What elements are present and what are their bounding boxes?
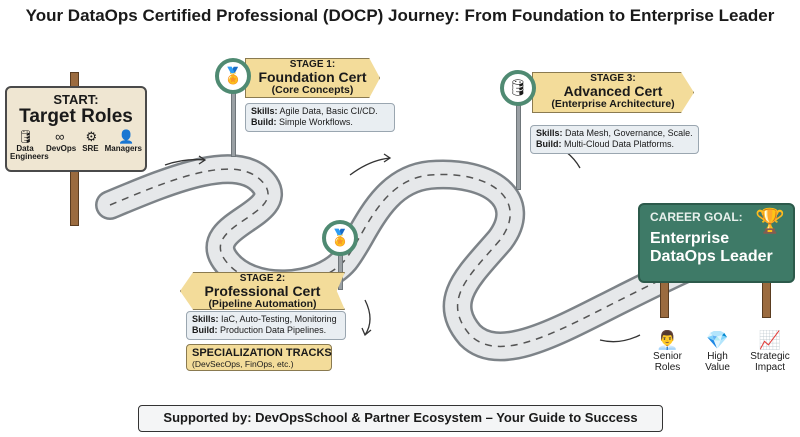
tracks-title: SPECIALIZATION TRACKS xyxy=(192,347,332,359)
benefit-label: Senior xyxy=(653,350,682,362)
cert-name: Foundation Cert xyxy=(258,69,367,85)
footer-label: Supported by: xyxy=(163,410,252,425)
skills-text: IaC, Auto-Testing, Monitoring xyxy=(221,314,337,324)
stage3-banner: STAGE 3: Advanced Cert (Enterprise Archi… xyxy=(532,72,694,113)
footer-banner: Supported by: DevOpsSchool & Partner Eco… xyxy=(138,405,663,432)
specialization-tracks: SPECIALIZATION TRACKS (DevSecOps, FinOps… xyxy=(186,344,332,371)
diamond-hand-icon: 💎 xyxy=(706,330,729,350)
goal-title: Enterprise xyxy=(650,230,730,248)
stage1-banner: STAGE 1: Foundation Cert (Core Concepts) xyxy=(245,58,380,98)
arrow-icon xyxy=(164,139,641,343)
database-search-icon: 🛢 xyxy=(500,70,536,106)
trophy-icon: 🏆 xyxy=(755,208,785,235)
skills-label: Skills: xyxy=(536,128,563,138)
person-icon: 👤 xyxy=(118,129,135,144)
start-title: Target Roles xyxy=(19,106,133,127)
tracks-list: (DevSecOps, FinOps, etc.) xyxy=(192,358,294,369)
benefit-label: High xyxy=(707,350,728,362)
badge-icon: 🏅 xyxy=(322,220,358,256)
build-label: Build: xyxy=(192,325,218,336)
badge-icon: 🏅 xyxy=(215,58,251,94)
cert-name: Advanced Cert xyxy=(563,83,663,99)
gear-icon: ⚙ xyxy=(85,129,98,144)
build-label: Build: xyxy=(536,139,562,150)
cert-sub: (Core Concepts) xyxy=(271,84,354,97)
stage2-banner: STAGE 2: Professional Cert (Pipeline Aut… xyxy=(180,272,345,310)
goal-title: DataOps Leader xyxy=(650,247,773,265)
stage2-skills: Skills: IaC, Auto-Testing, Monitoring Bu… xyxy=(186,311,346,340)
pin-pole xyxy=(231,92,236,157)
cert-sub: (Enterprise Architecture) xyxy=(551,98,675,111)
database-icon: 🛢 xyxy=(17,129,35,144)
build-text: Production Data Pipelines. xyxy=(220,325,327,336)
benefit-label: Value xyxy=(705,362,730,374)
stage-label: STAGE 2: xyxy=(239,273,286,284)
role-label: Data Engineers xyxy=(9,144,49,161)
stage-label: STAGE 1: xyxy=(289,59,336,70)
skills-label: Skills: xyxy=(251,106,278,116)
benefit-label: Strategic xyxy=(750,350,790,362)
cert-name: Professional Cert xyxy=(204,283,321,299)
growth-chart-icon: 📈 xyxy=(758,330,782,350)
sign-post xyxy=(70,168,79,226)
build-label: Build: xyxy=(251,117,277,128)
infinity-icon: ∞ xyxy=(55,129,65,144)
sign-post xyxy=(660,280,669,318)
goal-label: CAREER GOAL: xyxy=(650,210,743,224)
skills-text: Agile Data, Basic CI/CD. xyxy=(279,106,378,116)
skills-label: Skills: xyxy=(192,314,219,324)
benefit-label: Impact xyxy=(754,362,785,374)
start-sign: START: Target Roles 🛢∞⚙👤 Data Engineers … xyxy=(5,86,147,172)
benefit-label: Roles xyxy=(654,362,681,374)
skills-text: Data Mesh, Governance, Scale. xyxy=(565,128,693,138)
build-text: Multi-Cloud Data Platforms. xyxy=(564,139,675,150)
career-goal-sign: CAREER GOAL: Enterprise DataOps Leader 🏆 xyxy=(638,203,795,283)
stage-label: STAGE 3: xyxy=(590,73,636,84)
page-title: Your DataOps Certified Professional (DOC… xyxy=(25,6,775,25)
role-label: Managers xyxy=(104,144,142,153)
sign-post xyxy=(762,280,771,318)
build-text: Simple Workflows. xyxy=(279,117,353,128)
role-label: DevOps xyxy=(45,144,77,153)
start-label: START: xyxy=(53,92,99,107)
stage1-skills: Skills: Agile Data, Basic CI/CD. Build: … xyxy=(245,103,395,132)
role-label: SRE xyxy=(82,144,99,153)
footer-text: DevOpsSchool & Partner Ecosystem – Your … xyxy=(251,410,638,425)
stage3-skills: Skills: Data Mesh, Governance, Scale. Bu… xyxy=(530,125,699,154)
pin-pole xyxy=(516,105,521,190)
person-icon: 👨‍💼 xyxy=(656,330,679,350)
cert-sub: (Pipeline Automation) xyxy=(208,298,317,311)
